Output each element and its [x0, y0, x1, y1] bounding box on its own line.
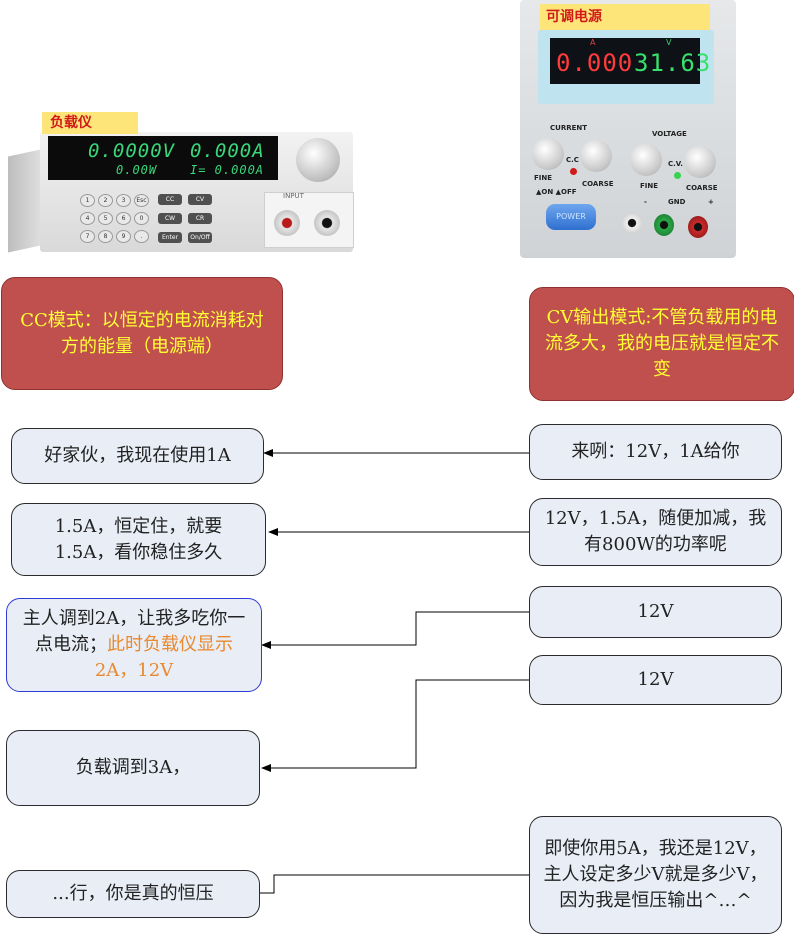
cv-mode-box: CV输出模式:不管负载用的电流多大，我的电压就是恒定不变: [529, 287, 794, 401]
unit-voltage-label: V: [666, 38, 672, 47]
cv-indicator-led: [674, 172, 681, 179]
load-message-2a: 主人调到2A，让我多吃你一点电流；此时负载仪显示2A，12V: [6, 598, 262, 692]
key-cw: CW: [158, 213, 182, 224]
key-7: 7: [80, 230, 95, 243]
voltage-fine-knob: [630, 144, 662, 176]
load-input-label: INPUT: [283, 192, 304, 200]
supply-message-800w: 12V，1.5A，随便加减，我有800W的功率呢: [529, 498, 782, 566]
key-onoff: On/Off: [188, 232, 212, 243]
cc-label: C.C: [566, 156, 579, 164]
key-1: 1: [80, 194, 95, 207]
load-message-3a: 负载调到3A，: [6, 730, 260, 806]
load-display-current: 0.000A: [190, 140, 265, 162]
load-message-1a: 好家伙，我现在使用1A: [11, 428, 264, 484]
load-message-2a-highlight: 此时负载仪显示2A，12V: [94, 634, 233, 681]
current-fine-label: FINE: [534, 174, 553, 182]
key-cv: CV: [188, 194, 212, 205]
key-4: 4: [80, 212, 95, 225]
current-coarse-label: COARSE: [582, 180, 614, 188]
gnd-label: GND: [668, 198, 686, 206]
voltage-group-label: VOLTAGE: [652, 130, 687, 138]
load-terminal-positive: [274, 210, 300, 236]
power-supply-image: 可调电源 A V 0.000 31.63 CURRENT VOLTAGE C.C…: [518, 0, 736, 258]
key-9: 9: [116, 230, 131, 243]
key-8: 8: [98, 230, 113, 243]
arrow-right4-to-left4: [261, 679, 529, 772]
load-display-setpoint: I= 0.000A: [190, 163, 265, 177]
load-device-tag: 负载仪: [42, 112, 138, 134]
power-button: POWER: [546, 204, 596, 230]
unit-current-label: A: [590, 38, 596, 47]
key-0: 0: [134, 212, 149, 225]
load-display-voltage: 0.0000V: [88, 140, 176, 162]
key-cr: CR: [188, 213, 212, 224]
electronic-load-image: 负载仪 0.0000V 0.000A 0.00W I= 0.000A 1 2 3…: [8, 112, 354, 253]
load-message-1-5a: 1.5A，恒定住，就要1.5A，看你稳住多久: [11, 503, 266, 576]
power-supply-display-window: A V 0.000 31.63: [538, 30, 714, 104]
cc-mode-box: CC模式：以恒定的电流消耗对方的能量（电源端）: [1, 277, 283, 390]
key-cc: CC: [158, 194, 182, 205]
key-6: 6: [116, 212, 131, 225]
current-coarse-knob: [580, 140, 612, 172]
load-display-power: 0.00W: [116, 163, 158, 177]
load-keypad: 1 2 3 Esc 4 5 6 0 7 8 9 .: [80, 194, 200, 250]
current-group-label: CURRENT: [550, 124, 588, 132]
key-5: 5: [98, 212, 113, 225]
cc-indicator-led: [570, 168, 577, 175]
voltage-coarse-label: COARSE: [686, 184, 718, 192]
supply-message-12v-b: 12V: [529, 655, 782, 705]
terminal-gnd: [654, 214, 674, 236]
key-dot: .: [134, 230, 149, 243]
power-supply-tag: 可调电源: [540, 4, 710, 30]
load-message-2a-main: 主人调到2A，让我多吃你一点电流；: [22, 608, 246, 655]
load-device-knob: [296, 138, 340, 182]
current-fine-knob: [532, 138, 564, 170]
voltage-coarse-knob: [684, 146, 716, 178]
minus-label: -: [644, 198, 647, 206]
load-message-2a-text: 主人调到2A，让我多吃你一点电流；此时负载仪显示2A，12V: [17, 606, 251, 684]
supply-message-12v-1a: 来咧：12V，1A给你: [529, 424, 782, 480]
line-right5-to-left5: [260, 874, 529, 894]
current-reading: 0.000: [556, 49, 634, 77]
key-esc: Esc: [134, 194, 149, 207]
terminal-negative: [622, 212, 642, 234]
on-off-label: ▲ON ▲OFF: [536, 188, 577, 196]
cv-label: C.V.: [668, 160, 683, 168]
key-2: 2: [98, 194, 113, 207]
voltage-reading: 31.63: [634, 49, 712, 77]
voltage-fine-label: FINE: [640, 182, 659, 190]
load-terminal-negative: [314, 210, 340, 236]
key-3: 3: [116, 194, 131, 207]
terminal-positive: [688, 216, 708, 238]
supply-message-5a: 即使你用5A，我还是12V，主人设定多少V就是多少V，因为我是恒压输出^…^: [529, 816, 782, 934]
load-message-constant-voltage: ...行，你是真的恒压: [6, 870, 260, 918]
power-supply-display: A V 0.000 31.63: [550, 38, 710, 84]
plus-label: +: [708, 198, 714, 206]
supply-message-12v-a: 12V: [529, 586, 782, 638]
load-device-display: 0.0000V 0.000A 0.00W I= 0.000A: [48, 136, 278, 180]
arrow-right3-to-left3: [261, 611, 529, 649]
key-enter: Enter: [158, 232, 182, 243]
